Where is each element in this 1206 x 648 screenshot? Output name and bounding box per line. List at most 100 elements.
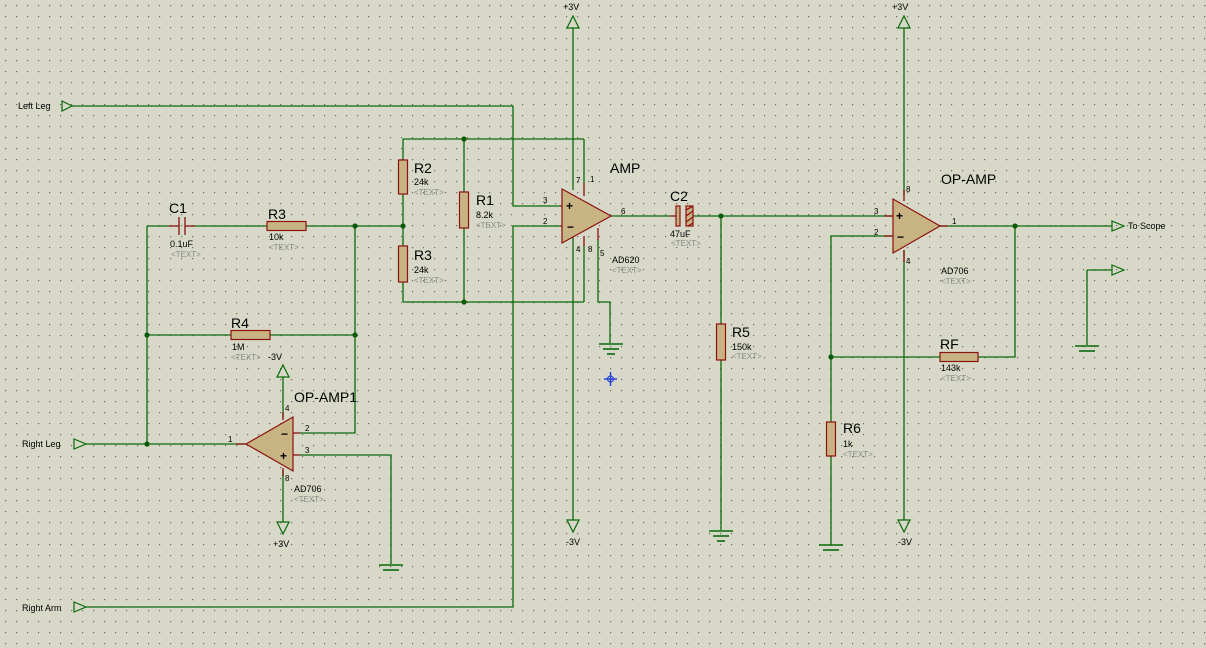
svg-text:2: 2 <box>305 424 310 433</box>
svg-text:2: 2 <box>874 228 879 237</box>
svg-text:OP-AMP1: OP-AMP1 <box>294 389 357 405</box>
svg-text:<TEXT>: <TEXT> <box>171 250 201 259</box>
op-amp1-ad706[interactable]: − + 1 2 3 4 8 OP-AMP1 AD706 <TEXT> <box>228 389 357 504</box>
svg-text:−: − <box>567 220 574 234</box>
terminal-right-leg[interactable]: Right Leg <box>22 438 88 450</box>
svg-text:143k: 143k <box>941 363 961 373</box>
capacitor-c1[interactable]: C1 0.1uF <TEXT> <box>169 200 201 259</box>
power-neg-opamp[interactable]: -3V <box>897 519 912 547</box>
svg-text:OP-AMP: OP-AMP <box>941 171 996 187</box>
power-neg-opamp1[interactable]: -3V <box>268 352 290 378</box>
ground-symbol <box>1075 345 1099 352</box>
svg-text:+: + <box>566 199 573 213</box>
instrumentation-amp-ad620[interactable]: + − 3 2 6 7 1 4 8 5 AMP AD620 <TEXT> <box>543 160 642 275</box>
power-pos-opamp[interactable]: +3V <box>892 2 911 29</box>
svg-text:R3: R3 <box>268 206 286 222</box>
origin-marker-icon <box>604 372 617 386</box>
svg-text:47uF: 47uF <box>670 229 691 239</box>
ground-symbol <box>819 544 843 551</box>
svg-text:RF: RF <box>940 336 959 352</box>
svg-text:8.2k: 8.2k <box>476 210 494 220</box>
svg-text:AMP: AMP <box>610 160 640 176</box>
svg-text:4: 4 <box>285 404 290 413</box>
resistor-rf[interactable]: RF 143k <TEXT> <box>939 336 979 383</box>
svg-text:3: 3 <box>874 207 879 216</box>
svg-text:−: − <box>281 427 288 441</box>
svg-text:+3V: +3V <box>273 539 289 549</box>
svg-text:AD706: AD706 <box>941 266 969 276</box>
svg-text:C2: C2 <box>670 188 688 204</box>
op-amp-ad706[interactable]: + − 3 2 1 8 4 OP-AMP AD706 <TEXT> <box>874 171 996 286</box>
svg-text:C1: C1 <box>169 200 187 216</box>
resistor-r2[interactable]: R2 24k <TEXT> <box>397 159 445 197</box>
power-pos-opamp1[interactable]: +3V <box>273 521 290 549</box>
resistor-r4[interactable]: R4 1M <TEXT> <box>230 315 271 362</box>
power-neg-amp[interactable]: -3V <box>566 519 580 547</box>
svg-text:-3V: -3V <box>566 537 580 547</box>
capacitor-c2[interactable]: C2 47uF <TEXT> <box>670 188 701 248</box>
svg-text:1: 1 <box>952 217 957 226</box>
svg-text:<TEXT>: <TEXT> <box>231 353 261 362</box>
svg-text:1: 1 <box>228 435 233 444</box>
svg-text:6: 6 <box>621 207 626 216</box>
svg-text:<TEXT>: <TEXT> <box>294 495 324 504</box>
svg-text:Right Arm: Right Arm <box>22 603 62 613</box>
svg-text:+: + <box>280 449 287 463</box>
svg-text:5: 5 <box>600 249 605 258</box>
svg-text:-3V: -3V <box>268 352 282 362</box>
ground-symbol <box>599 343 623 355</box>
svg-text:<TEXT>: <TEXT> <box>671 239 701 248</box>
svg-text:<TEXT>: <TEXT> <box>843 450 873 459</box>
terminal-left-leg[interactable]: Left Leg <box>18 100 74 112</box>
svg-text:+3V: +3V <box>892 2 908 12</box>
resistor-r1[interactable]: R1 8.2k <TEXT> <box>458 191 507 230</box>
svg-text:R5: R5 <box>732 324 750 340</box>
svg-text:<TEXT>: <TEXT> <box>941 374 971 383</box>
ground-symbol <box>379 564 403 571</box>
svg-text:R4: R4 <box>231 315 249 331</box>
svg-text:R3: R3 <box>414 247 432 263</box>
svg-text:-3V: -3V <box>898 537 912 547</box>
svg-text:R2: R2 <box>414 160 432 176</box>
svg-text:<TEXT>: <TEXT> <box>476 221 506 230</box>
resistor-r6[interactable]: R6 1k <TEXT> <box>825 420 874 459</box>
svg-text:<TEXT>: <TEXT> <box>269 243 299 252</box>
resistor-r3[interactable]: R3 10k <TEXT> <box>266 206 307 252</box>
svg-text:+3V: +3V <box>563 2 579 12</box>
terminal-to-scope[interactable]: To Scope <box>1111 220 1166 232</box>
svg-text:<TEXT>: <TEXT> <box>414 276 444 285</box>
svg-text:8: 8 <box>285 474 290 483</box>
svg-text:0.1uF: 0.1uF <box>170 239 194 249</box>
svg-text:1k: 1k <box>843 439 853 449</box>
svg-text:Left Leg: Left Leg <box>18 101 51 111</box>
svg-text:10k: 10k <box>269 232 284 242</box>
svg-text:4: 4 <box>906 257 911 266</box>
svg-text:−: − <box>897 230 904 244</box>
svg-text:150k: 150k <box>732 342 752 352</box>
terminal-right-arm[interactable]: Right Arm <box>22 601 88 613</box>
terminal-unnamed[interactable] <box>1111 264 1126 276</box>
svg-text:<TEXT>: <TEXT> <box>732 352 762 361</box>
svg-text:24k: 24k <box>414 265 429 275</box>
resistor-r3-vertical[interactable]: R3 24k <TEXT> <box>397 245 445 285</box>
svg-text:3: 3 <box>305 446 310 455</box>
resistor-r5[interactable]: R5 150k <TEXT> <box>715 323 763 361</box>
svg-text:R6: R6 <box>843 420 861 436</box>
svg-text:AD706: AD706 <box>294 484 322 494</box>
svg-text:Right Leg: Right Leg <box>22 439 61 449</box>
svg-text:1M: 1M <box>232 342 245 352</box>
junctions <box>144 136 1018 447</box>
ground-symbol <box>709 530 733 542</box>
svg-text:1: 1 <box>590 175 595 184</box>
svg-text:<TEXT>: <TEXT> <box>612 266 642 275</box>
svg-text:To Scope: To Scope <box>1128 221 1166 231</box>
power-pos-amp[interactable]: +3V <box>563 2 580 29</box>
svg-text:3: 3 <box>543 196 548 205</box>
svg-text:R1: R1 <box>476 192 494 208</box>
svg-text:+: + <box>896 209 903 223</box>
svg-text:7: 7 <box>576 176 581 185</box>
svg-text:AD620: AD620 <box>612 255 640 265</box>
svg-text:8: 8 <box>588 245 593 254</box>
svg-text:24k: 24k <box>414 177 429 187</box>
